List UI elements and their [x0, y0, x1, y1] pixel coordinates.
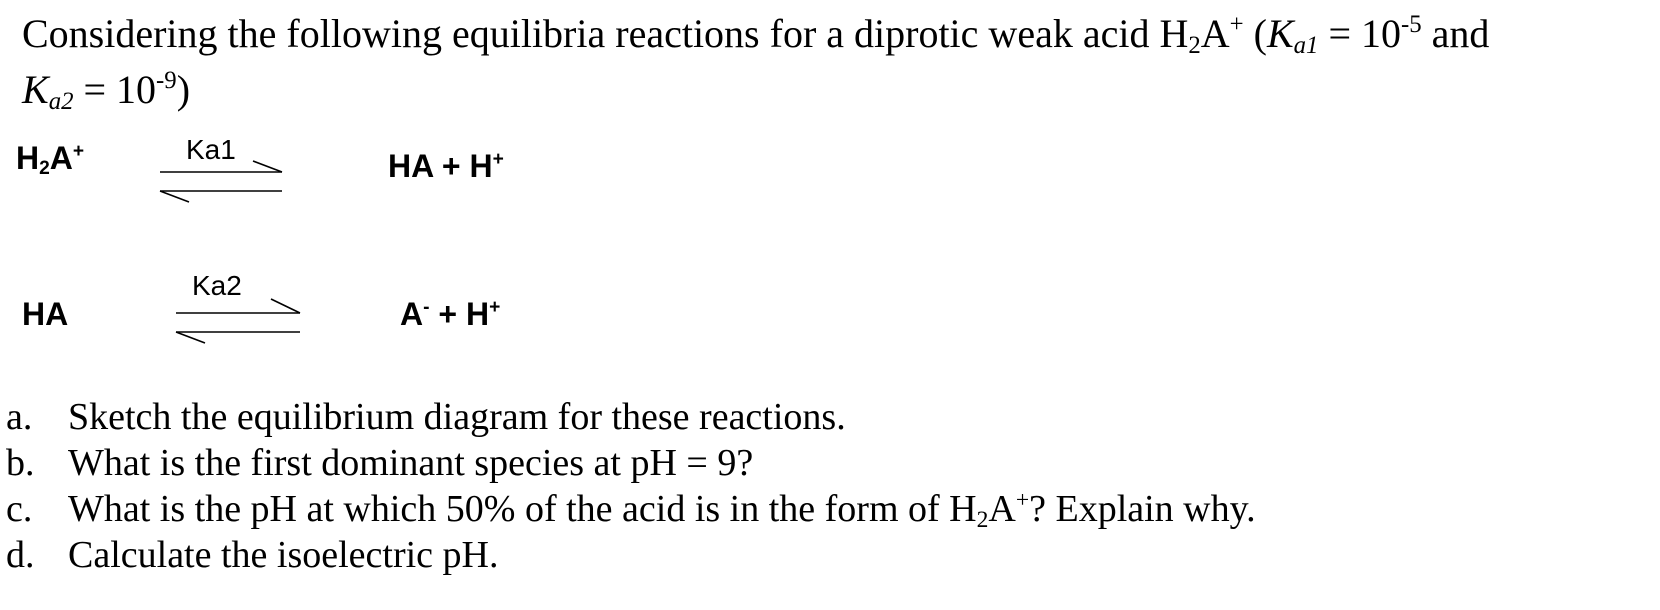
intro-text: ( [1243, 11, 1267, 56]
intro-text: A [1200, 11, 1230, 56]
intro-text: ) [176, 67, 191, 112]
question-item: c. What is the pH at which 50% of the aci… [6, 486, 1256, 532]
question-marker: d. [6, 534, 35, 576]
ka2-value: = 10 [73, 67, 157, 112]
problem-statement-line-2: Ka2 = 10-9) [22, 62, 1642, 118]
question-list: a. Sketch the equilibrium diagram for the… [6, 394, 1256, 578]
problem-statement-line-1: Considering the following equilibria rea… [22, 6, 1642, 62]
reaction-2-k-label: Ka2 [192, 270, 242, 301]
question-marker: c. [6, 488, 33, 530]
ka2-subscript: a2 [48, 88, 74, 116]
ka1-exponent: -5 [1401, 11, 1422, 39]
question-text: A [988, 488, 1016, 530]
ka1-value: = 10 [1318, 11, 1401, 56]
question-text: ? Explain why. [1029, 488, 1256, 530]
reaction-2-products: A- + H+ [400, 296, 501, 332]
ka2-symbol: K [22, 67, 49, 112]
reaction-1-products: HA + H+ [388, 148, 504, 184]
question-item: d. Calculate the isoelectric pH. [6, 532, 1256, 578]
reaction-1-equilibrium-arrow-icon [159, 160, 283, 203]
intro-text: and [1421, 11, 1490, 56]
question-text: What is the pH at which 50% of the acid … [68, 488, 977, 530]
subscript: 2 [976, 506, 989, 533]
question-item: a. Sketch the equilibrium diagram for the… [6, 394, 1256, 440]
ka1-subscript: a1 [1293, 32, 1319, 60]
superscript: + [1015, 486, 1030, 513]
question-marker: b. [6, 442, 35, 484]
question-text: Calculate the isoelectric pH. [68, 534, 499, 576]
reaction-2-reactant: HA [22, 296, 69, 332]
question-marker: a. [6, 396, 33, 438]
superscript: + [1229, 11, 1244, 39]
reaction-1-k-label: Ka1 [186, 134, 236, 165]
question-text: What is the first dominant species at pH… [68, 442, 754, 484]
reaction-1-reactant: H2A+ [16, 140, 85, 179]
problem-statement: Considering the following equilibria rea… [22, 6, 1642, 118]
question-item: b. What is the first dominant species at … [6, 440, 1256, 486]
ka2-exponent: -9 [156, 67, 177, 95]
intro-text: Considering the following equilibria rea… [22, 11, 1189, 56]
ka1-symbol: K [1266, 11, 1294, 56]
reaction-2-equilibrium-arrow-icon [175, 298, 301, 344]
question-text: Sketch the equilibrium diagram for these… [68, 396, 846, 438]
subscript: 2 [1188, 32, 1201, 60]
